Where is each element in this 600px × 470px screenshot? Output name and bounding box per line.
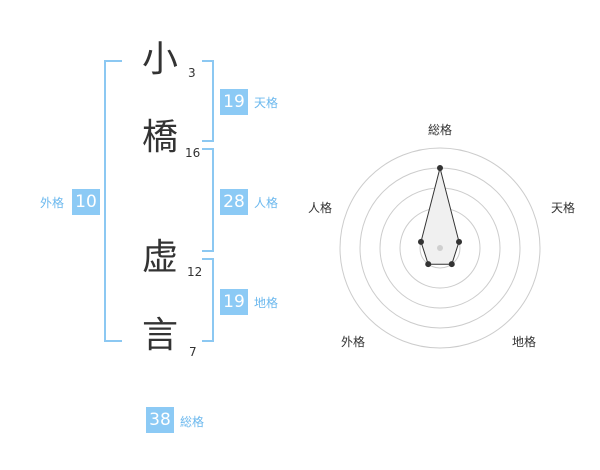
radar-point-4 [417, 238, 424, 245]
gaikaku-bracket [104, 60, 122, 342]
soukaku-value: 38 [146, 407, 174, 433]
stroke-count-1: 3 [188, 66, 196, 80]
jinkaku-value: 28 [220, 189, 248, 215]
stroke-count-4: 7 [189, 345, 197, 359]
radar-point-1 [456, 238, 463, 245]
radar-label-gaikaku: 外格 [341, 334, 365, 349]
radar-point-3 [425, 261, 432, 268]
radar-center-dot [437, 245, 443, 251]
name-char-3: 虚 [141, 237, 178, 278]
radar-label-chikaku: 地格 [512, 334, 536, 349]
radar-polygon [420, 167, 460, 265]
stroke-count-3: 12 [187, 265, 203, 279]
gaikaku-label: 外格 [40, 196, 65, 210]
radar-label-jinkaku: 人格 [308, 200, 332, 215]
name-char-1: 小 [141, 39, 178, 80]
radar-ring-5 [339, 147, 541, 349]
stroke-count-2: 16 [185, 146, 201, 160]
name-char-2: 橋 [141, 117, 178, 158]
tenkaku-label: 天格 [254, 96, 279, 110]
radar-point-2 [448, 261, 455, 268]
radar-label-soukaku: 総格 [428, 122, 452, 137]
gaikaku-value: 10 [72, 189, 100, 215]
chikaku-bracket [202, 258, 214, 342]
radar-points [417, 165, 463, 268]
tenkaku-value: 19 [220, 89, 248, 115]
chikaku-value: 19 [220, 289, 248, 315]
chikaku-label: 地格 [254, 296, 279, 310]
radar-point-0 [437, 165, 443, 171]
jinkaku-bracket [202, 148, 214, 252]
soukaku-label: 総格 [180, 415, 205, 429]
jinkaku-label: 人格 [254, 196, 279, 210]
tenkaku-bracket [202, 60, 214, 142]
name-char-4: 言 [141, 315, 178, 356]
radar-label-tenkaku: 天格 [551, 200, 575, 215]
